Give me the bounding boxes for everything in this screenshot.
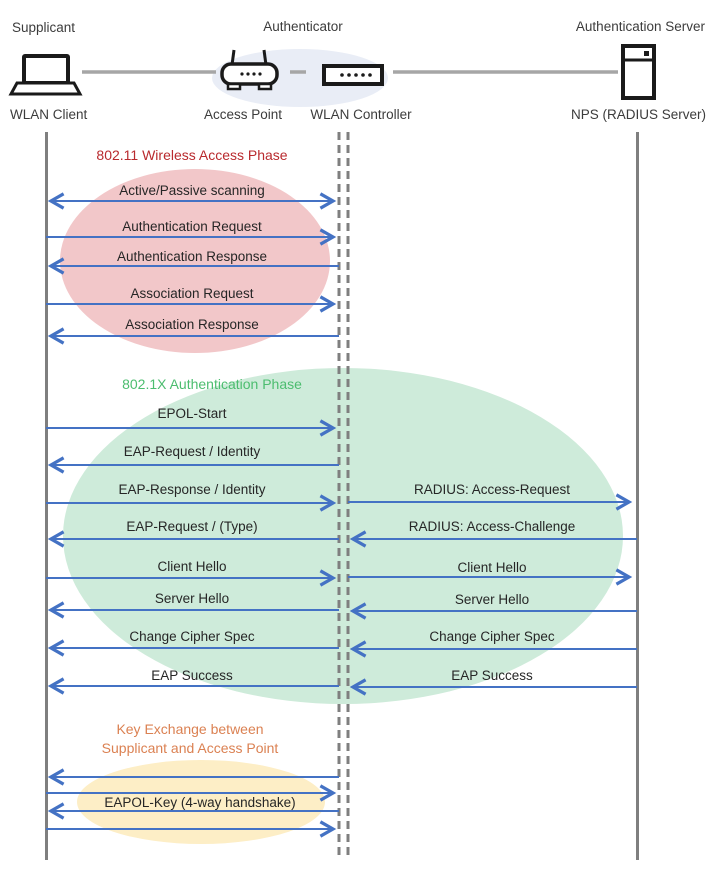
phase2-title: 802.1X Authentication Phase [122, 376, 302, 392]
message-label: Association Response [125, 317, 259, 332]
access-point-label: Access Point [203, 107, 283, 122]
server-icon [621, 44, 656, 100]
message-label: Server Hello [454, 592, 530, 607]
server-role-label: Authentication Server [575, 19, 705, 34]
authenticator-role-label: Authenticator [263, 19, 343, 34]
phase1-wireless-access-ellipse [60, 169, 330, 353]
message-label: RADIUS: Access-Request [413, 482, 571, 497]
message-label: Association Request [130, 286, 254, 301]
message-label: Change Cipher Spec [429, 629, 555, 644]
wlan-controller-icon [322, 64, 384, 86]
phase1-title: 802.11 Wireless Access Phase [96, 147, 288, 163]
message-label: Active/Passive scanning [119, 183, 265, 198]
eapol-key-handshake-label: EAPOL-Key (4-way handshake) [104, 795, 296, 810]
message-label: Client Hello [457, 560, 527, 575]
message-label: Change Cipher Spec [129, 629, 255, 644]
message-label: Client Hello [157, 559, 227, 574]
supplicant-role-label: Supplicant [12, 20, 76, 35]
nps-radius-server-label: NPS (RADIUS Server) [570, 107, 706, 122]
message-label: EAP-Request / (Type) [126, 519, 258, 534]
message-label: Authentication Request [122, 219, 262, 234]
phase3-key-exchange-ellipse [77, 760, 325, 844]
wlan-controller-label: WLAN Controller [310, 107, 412, 122]
message-label: Authentication Response [116, 249, 268, 264]
message-label: Server Hello [154, 591, 230, 606]
laptop-icon [8, 54, 83, 96]
message-label: EAP Success [151, 668, 233, 683]
message-label: EAP Success [451, 668, 533, 683]
message-arrows [46, 192, 637, 838]
phase3-title-line1: Key Exchange between [116, 721, 264, 737]
access-point-icon [220, 49, 279, 91]
message-label: EAP-Request / Identity [123, 444, 261, 459]
message-label: EPOL-Start [157, 406, 227, 421]
message-label: RADIUS: Access-Challenge [408, 519, 576, 534]
phase2-authentication-ellipse [63, 368, 623, 704]
message-label: EAP-Response / Identity [118, 482, 266, 497]
phase3-title-line2: Supplicant and Access Point [101, 740, 279, 756]
wlan-client-label: WLAN Client [10, 107, 88, 122]
